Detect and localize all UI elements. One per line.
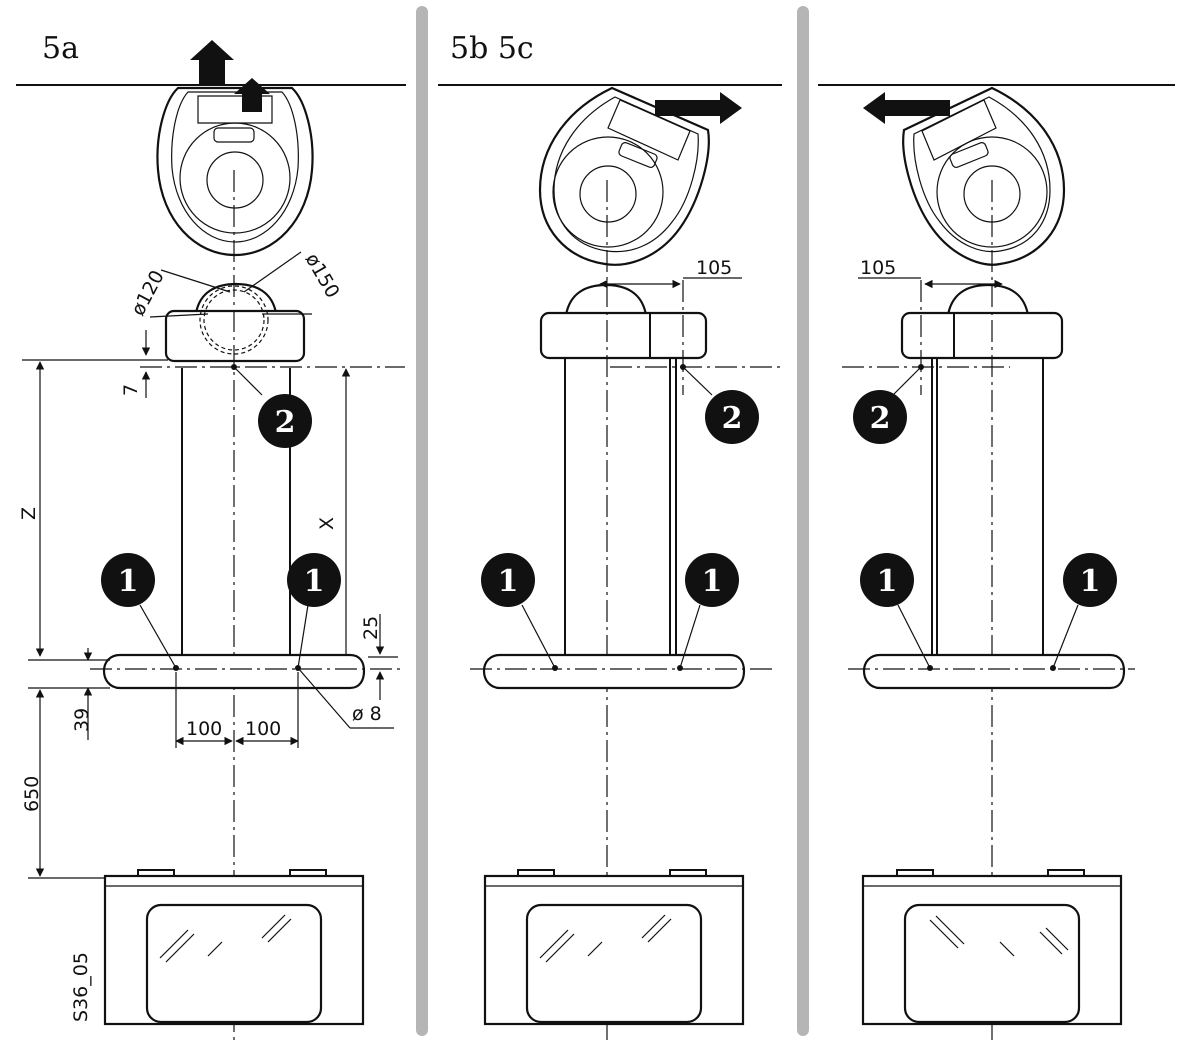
dim-z: Z	[18, 507, 40, 520]
dim-25: 25	[360, 616, 382, 640]
dim-x: X	[316, 517, 338, 530]
dim-650: 650	[21, 776, 43, 812]
left-arrow	[863, 92, 950, 124]
base-unit-a	[103, 869, 365, 1026]
joint-block-b	[539, 311, 708, 360]
dim-100-left: 100	[186, 718, 222, 740]
base-unit-c	[861, 869, 1123, 1026]
callout-1-a-left: 1	[101, 553, 155, 607]
svg-text:1: 1	[498, 564, 519, 599]
callout-1-c-right: 1	[1063, 553, 1117, 607]
svg-text:2: 2	[275, 405, 296, 440]
dim-105-b: 105	[696, 257, 732, 279]
callout-2-a: 2	[258, 394, 312, 448]
joint-dome-a	[194, 282, 278, 315]
lamp-head-a	[156, 86, 314, 257]
svg-text:2: 2	[870, 401, 891, 436]
callout-1-a-right: 1	[287, 553, 341, 607]
dim-7: 7	[120, 384, 142, 396]
svg-text:1: 1	[118, 564, 139, 599]
svg-text:2: 2	[722, 401, 743, 436]
panel-divider-2	[797, 6, 809, 1036]
lamp-head-c	[902, 86, 1066, 266]
dim-d120: ø120	[127, 267, 169, 320]
callout-1-b-right: 1	[685, 553, 739, 607]
dim-d150: ø150	[301, 250, 344, 302]
callout-1-b-left: 1	[481, 553, 535, 607]
joint-block-c	[900, 311, 1064, 360]
dim-39: 39	[71, 708, 93, 732]
svg-text:1: 1	[702, 564, 723, 599]
dim-d8: ø 8	[352, 703, 382, 725]
panel-divider-1	[416, 6, 428, 1036]
callout-1-c-left: 1	[860, 553, 914, 607]
callout-2-c: 2	[853, 390, 907, 444]
svg-text:1: 1	[304, 564, 325, 599]
up-arrow-large	[190, 40, 234, 86]
panel-label-5a: 5a	[42, 31, 79, 66]
panel-a: ø120 ø150 2 7 Z X	[18, 40, 405, 1040]
figure-id: S36_05	[70, 952, 92, 1022]
panel-label-5b5c: 5b 5c	[450, 31, 534, 66]
dim-100-right: 100	[245, 718, 281, 740]
rail-c	[862, 653, 1126, 690]
svg-text:1: 1	[1080, 564, 1101, 599]
rail-b	[482, 653, 746, 690]
rail-a	[102, 653, 366, 690]
panel-b: 105 2 1 1	[470, 86, 780, 1040]
right-arrow	[655, 92, 742, 124]
panel-c: 105 2 1 1	[842, 86, 1135, 1040]
base-unit-b	[483, 869, 745, 1026]
up-arrow-small	[234, 78, 270, 112]
svg-text:1: 1	[877, 564, 898, 599]
callout-2-b: 2	[705, 390, 759, 444]
dim-105-c: 105	[860, 257, 896, 279]
joint-block-a	[164, 309, 306, 363]
